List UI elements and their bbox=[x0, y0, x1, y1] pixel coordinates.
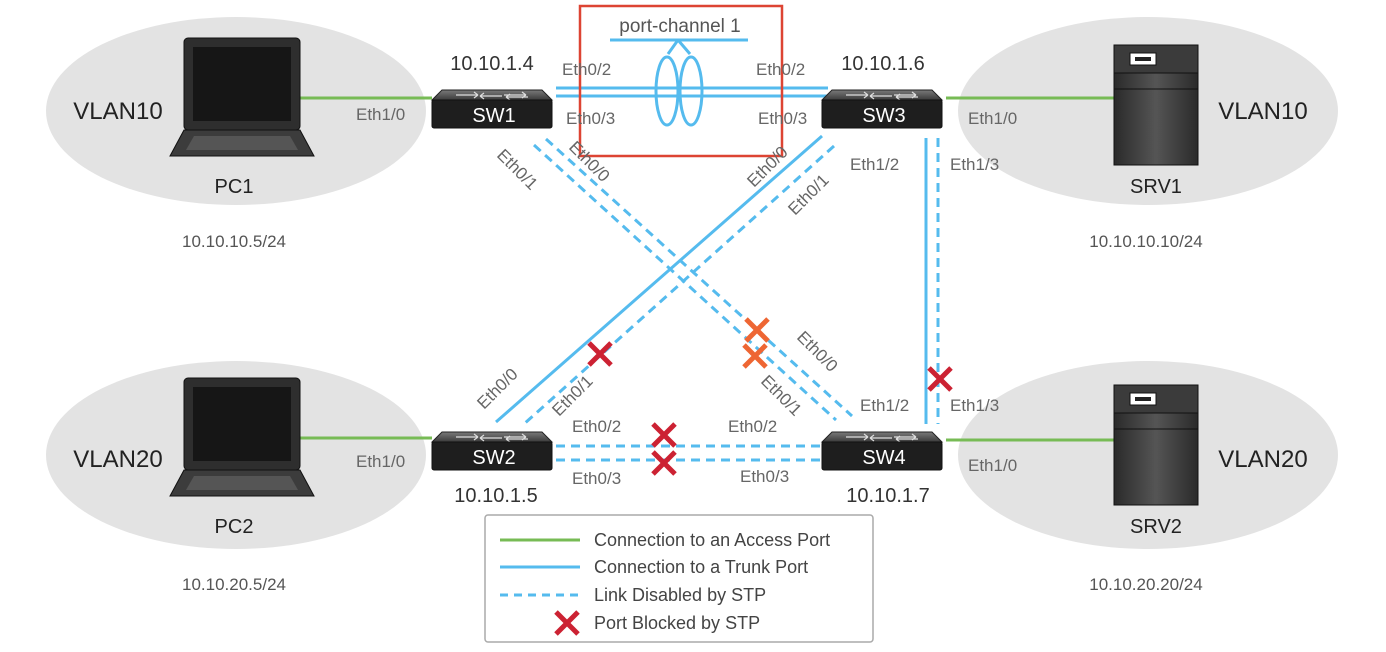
blocked-x-sw2-eth01 bbox=[587, 341, 613, 367]
port-channel-label: port-channel 1 bbox=[619, 16, 740, 37]
port-label-sw2-eth03: Eth0/3 bbox=[572, 469, 621, 488]
legend-access-label: Connection to an Access Port bbox=[594, 530, 830, 550]
port-label-sw2-eth02: Eth0/2 bbox=[572, 417, 621, 436]
legend-box bbox=[484, 514, 874, 643]
port-channel-symbol bbox=[610, 38, 748, 127]
blocked-x-eth02 bbox=[651, 422, 677, 448]
port-label-sw3-eth10: Eth1/0 bbox=[968, 109, 1017, 128]
host-pc2[interactable] bbox=[169, 377, 315, 497]
vlan-label-srv1: VLAN10 bbox=[1218, 98, 1307, 125]
host-label-srv2: SRV2 bbox=[1130, 516, 1182, 538]
host-ip-srv1: 10.10.10.10/24 bbox=[1089, 232, 1202, 251]
stp-blocked-markers bbox=[587, 317, 953, 476]
legend-disabled-label: Link Disabled by STP bbox=[594, 585, 766, 605]
sw4-ip: 10.10.1.7 bbox=[846, 485, 929, 507]
switch-label: SW3 bbox=[862, 105, 905, 127]
host-srv2[interactable] bbox=[1113, 384, 1199, 506]
switch-label: SW4 bbox=[862, 447, 905, 469]
port-label-sw4-eth12: Eth1/2 bbox=[860, 396, 909, 415]
laptop-icon bbox=[169, 377, 315, 497]
blocked-x-eth03 bbox=[651, 450, 677, 476]
vlan-label-pc2: VLAN20 bbox=[73, 446, 162, 473]
disabled-link-sw1-sw4-eth00 bbox=[544, 137, 854, 418]
port-label-sw3-eth12: Eth1/2 bbox=[850, 155, 899, 174]
host-pc1[interactable] bbox=[169, 37, 315, 157]
port-label-sw1-eth10: Eth1/0 bbox=[356, 105, 405, 124]
legend-trunk-label: Connection to a Trunk Port bbox=[594, 557, 808, 577]
port-channel-highlight-box bbox=[578, 4, 784, 158]
port-label-sw3-eth02: Eth0/2 bbox=[756, 60, 805, 79]
port-label-sw1-eth03: Eth0/3 bbox=[566, 109, 615, 128]
switch-sw1[interactable]: SW1 bbox=[431, 89, 553, 129]
port-label-sw3-eth03: Eth0/3 bbox=[758, 109, 807, 128]
switch-label: SW1 bbox=[472, 105, 515, 127]
host-label-pc2: PC2 bbox=[215, 516, 254, 538]
port-label-sw4-eth10: Eth1/0 bbox=[968, 456, 1017, 475]
port-label-sw4-eth13: Eth1/3 bbox=[950, 396, 999, 415]
vlan-label-pc1: VLAN10 bbox=[73, 98, 162, 125]
switch-sw2[interactable]: SW2 bbox=[431, 431, 553, 471]
disabled-link-sw1-sw4-eth01 bbox=[532, 143, 838, 422]
vlan-label-srv2: VLAN20 bbox=[1218, 446, 1307, 473]
host-label-pc1: PC1 bbox=[215, 176, 254, 198]
legend-blocked-x-icon bbox=[554, 610, 580, 636]
switch-label: SW2 bbox=[472, 447, 515, 469]
switch-sw4[interactable]: SW4 bbox=[821, 431, 943, 471]
port-label-sw3-eth01: Eth0/1 bbox=[784, 171, 832, 219]
sw2-ip: 10.10.1.5 bbox=[454, 485, 537, 507]
laptop-icon bbox=[169, 37, 315, 157]
port-label-sw4-eth03: Eth0/3 bbox=[740, 467, 789, 486]
port-label-sw3-eth13: Eth1/3 bbox=[950, 155, 999, 174]
port-label-sw4-eth01: Eth0/1 bbox=[757, 371, 805, 419]
switch-sw3[interactable]: SW3 bbox=[821, 89, 943, 129]
legend: Connection to an Access Port Connection … bbox=[484, 514, 874, 643]
server-icon bbox=[1113, 384, 1199, 506]
legend-blocked-label: Port Blocked by STP bbox=[594, 613, 760, 633]
sw1-ip: 10.10.1.4 bbox=[450, 53, 533, 75]
server-icon bbox=[1113, 44, 1199, 166]
port-label-sw2-eth10: Eth1/0 bbox=[356, 452, 405, 471]
port-label-sw4-eth00: Eth0/0 bbox=[793, 327, 841, 375]
port-label-sw4-eth02: Eth0/2 bbox=[728, 417, 777, 436]
sw3-ip: 10.10.1.6 bbox=[841, 53, 924, 75]
port-label-sw1-eth02: Eth0/2 bbox=[562, 60, 611, 79]
host-label-srv1: SRV1 bbox=[1130, 176, 1182, 198]
port-label-sw1-eth01: Eth0/1 bbox=[493, 145, 541, 193]
blocked-x-sw4-eth00-upper bbox=[744, 317, 770, 343]
host-ip-pc2: 10.10.20.5/24 bbox=[182, 575, 286, 594]
host-ip-srv2: 10.10.20.20/24 bbox=[1089, 575, 1202, 594]
disabled-link-sw3-sw2-eth01 bbox=[522, 144, 836, 426]
host-srv1[interactable] bbox=[1113, 44, 1199, 166]
blocked-x-sw4-eth13 bbox=[927, 366, 953, 392]
trunk-link-sw3-sw2-eth00 bbox=[495, 134, 823, 424]
host-ip-pc1: 10.10.10.5/24 bbox=[182, 232, 286, 251]
blocked-x-sw4-eth01-lower bbox=[742, 343, 768, 369]
